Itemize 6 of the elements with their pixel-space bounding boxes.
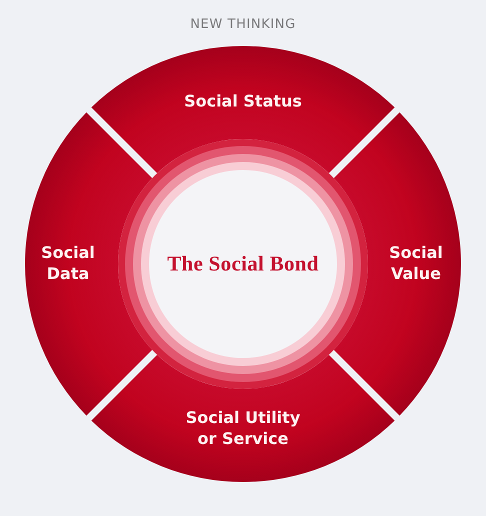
title: NEW THINKING	[190, 17, 296, 32]
segment-label: Social Value	[388, 242, 444, 284]
segment-label: Social Status	[183, 90, 303, 112]
segment-label: Social Utility or Service	[184, 407, 302, 449]
center-label: The Social Bond	[167, 252, 319, 276]
segment-label: Social Data	[40, 242, 96, 284]
